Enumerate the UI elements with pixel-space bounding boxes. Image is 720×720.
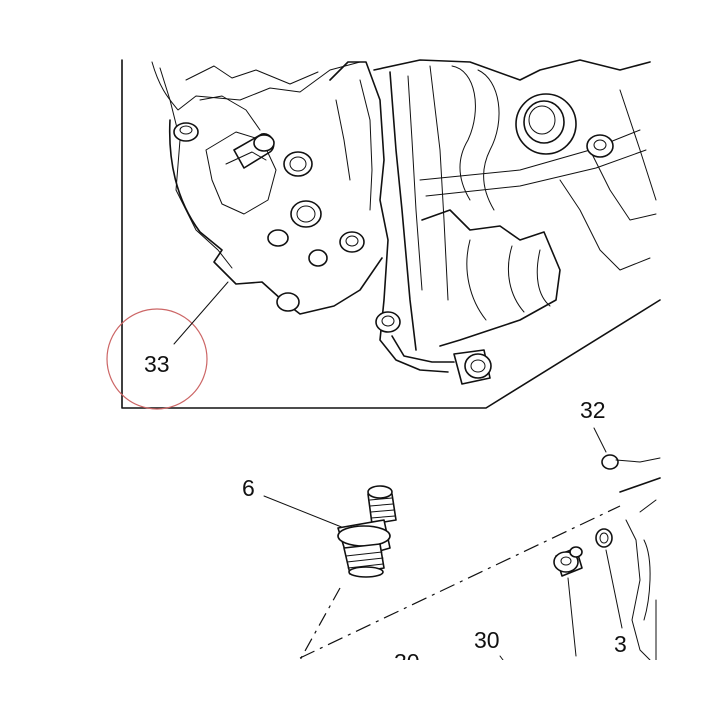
callout-32-label: 32	[580, 397, 606, 423]
small-bolt-32	[601, 454, 661, 470]
callout-33-label: 33	[144, 351, 170, 377]
assembly-guideline	[299, 505, 621, 659]
detail-inset-frame	[121, 59, 661, 409]
callout-6-label: 6	[242, 475, 255, 501]
bolt-head-middle	[267, 229, 289, 247]
housing-right-edge	[619, 477, 661, 661]
port-lower-left	[276, 249, 328, 312]
bolt-head-right	[586, 134, 614, 158]
small-bolt-30	[553, 546, 583, 577]
bottom-crop-mask	[0, 660, 720, 720]
bolt-lower-front	[453, 349, 492, 385]
bolt-head-right-of-middle	[339, 231, 365, 253]
stud-bolt-6	[337, 485, 397, 578]
washer-3	[595, 528, 613, 548]
bolt-30-leader	[567, 577, 577, 657]
callout-6[interactable]: 6	[242, 475, 345, 529]
stud-guideline	[299, 587, 341, 661]
callout-3-label: 3	[614, 631, 627, 657]
callout-30[interactable]: 30	[474, 627, 507, 665]
bolt-lower-left	[375, 311, 401, 333]
port-middle	[290, 200, 322, 228]
callout-33-highlight-circle	[106, 308, 208, 410]
port-upper	[283, 151, 313, 177]
bore-opening	[515, 93, 577, 155]
callout-32[interactable]: 32	[580, 397, 607, 453]
callout-3[interactable]: 3	[614, 631, 627, 657]
engine-block-drawing	[151, 59, 657, 385]
washer-3-leader	[605, 549, 623, 629]
callout-30-label: 30	[474, 627, 500, 653]
bolt-head-top-left	[173, 122, 199, 142]
callout-33[interactable]: 33	[144, 281, 229, 377]
